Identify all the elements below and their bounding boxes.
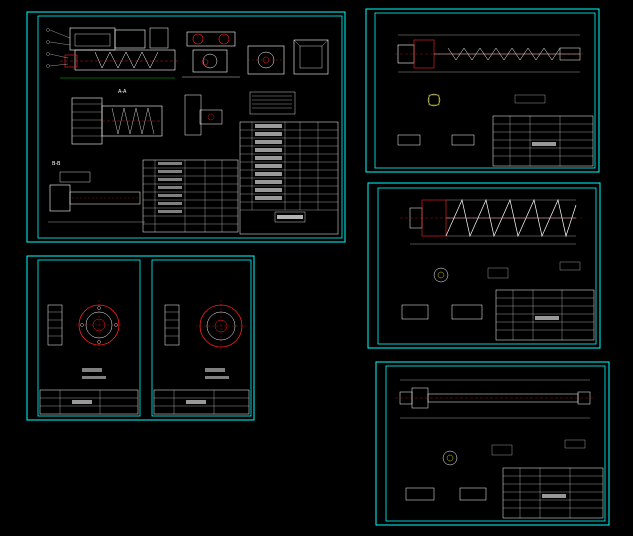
title-block	[153, 389, 250, 415]
sheet-border	[365, 8, 600, 173]
sheet-border	[26, 255, 255, 421]
assembly-front-view	[46, 27, 180, 79]
title-block	[492, 115, 594, 167]
sheet-shaft-bottom	[375, 361, 610, 526]
assembly-inlet-view	[293, 39, 329, 75]
assembly-side-view	[182, 31, 240, 78]
sheet-shaft-top	[365, 8, 600, 173]
sheet-inner-frame	[37, 259, 141, 417]
sheet-spiral-mid	[367, 182, 601, 349]
sheet-border	[26, 11, 346, 243]
title-block	[39, 389, 139, 415]
spiral-blade-drawing	[400, 198, 582, 320]
flange-drawing-2	[164, 300, 246, 379]
sheet-inner-frame	[151, 259, 252, 417]
sheet-inner-frame	[385, 365, 606, 522]
sheet-inner-frame	[374, 12, 596, 169]
sheet-flange-left	[26, 255, 255, 421]
assembly-shaft-view: B-B	[48, 161, 145, 223]
sheet-flange-right	[151, 259, 252, 417]
title-block	[502, 467, 604, 519]
sheet-border	[375, 361, 610, 526]
assembly-section-view: A-A	[71, 89, 163, 145]
sheet-assembly: A-A B-B	[26, 11, 346, 243]
sheet-inner-frame	[377, 187, 597, 345]
assembly-end-view	[247, 45, 285, 75]
section-label-bb: B-B	[52, 161, 61, 167]
assembly-detail-views	[184, 91, 296, 136]
assembly-parts-table	[142, 121, 339, 235]
sheet-inner-frame	[37, 15, 343, 239]
section-label-aa: A-A	[118, 89, 127, 95]
spiral-shaft-drawing	[395, 34, 585, 146]
flange-drawing-1	[47, 300, 123, 379]
sheet-border	[367, 182, 601, 349]
plain-shaft-drawing	[395, 379, 595, 501]
title-block	[495, 289, 595, 341]
